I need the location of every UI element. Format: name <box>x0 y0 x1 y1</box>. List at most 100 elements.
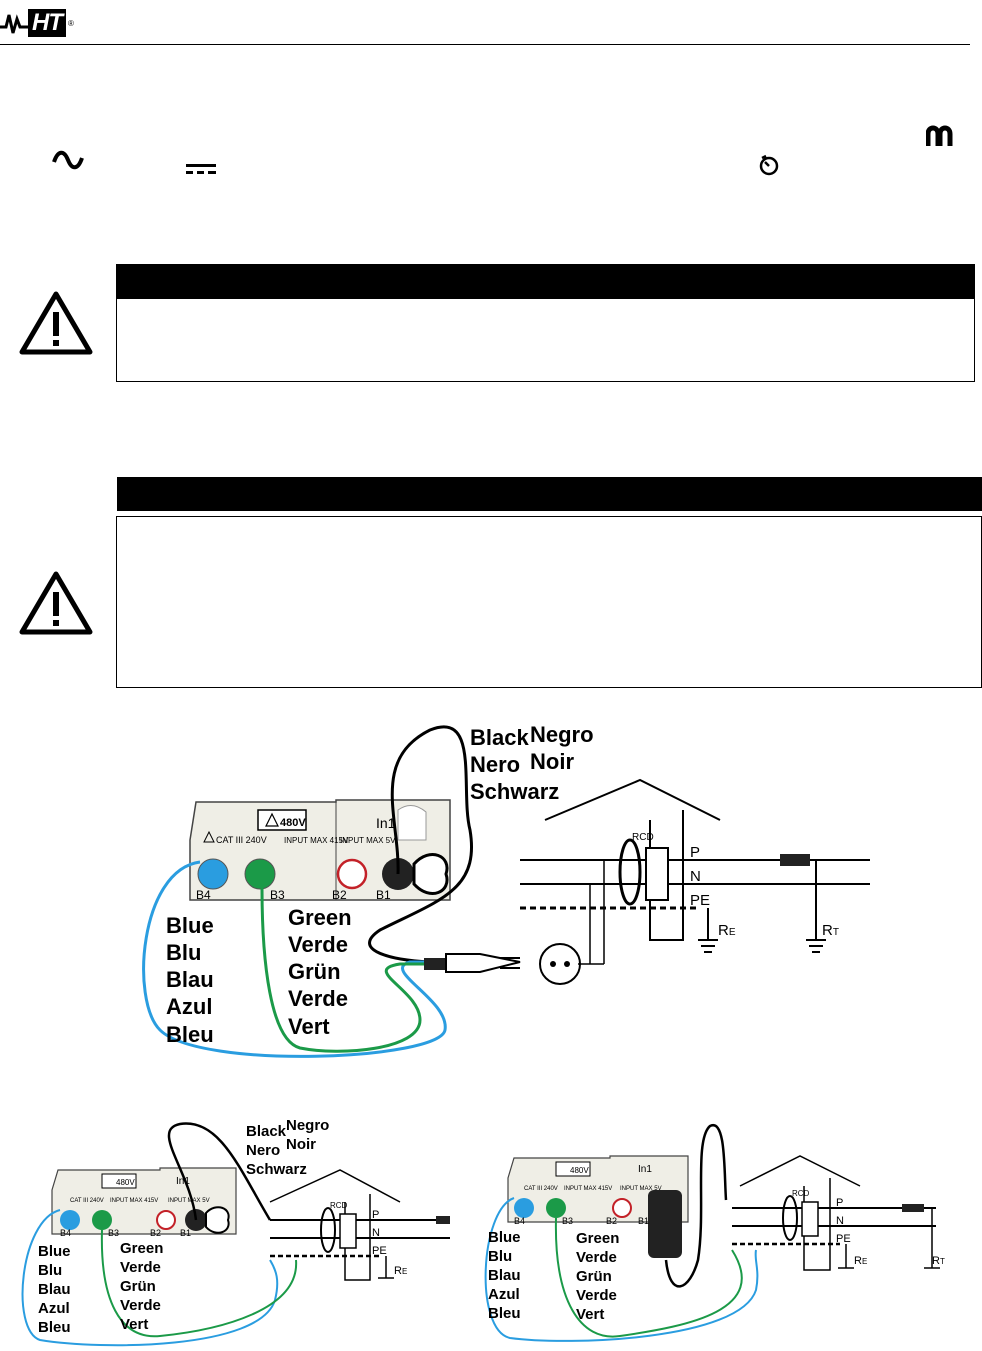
socket <box>539 943 581 985</box>
svg-text:Vert: Vert <box>120 1316 148 1333</box>
voltage-warning-label <box>257 809 307 831</box>
blue-label-1: Blue <box>166 913 214 938</box>
negro-label: Negro <box>530 722 594 747</box>
svg-text:B2: B2 <box>150 1228 161 1238</box>
panel-cat: CAT III 240V <box>216 835 267 845</box>
label-b3: B3 <box>270 888 285 902</box>
svg-text:Noir: Noir <box>286 1136 316 1153</box>
wiring-diagram-main: 480V CAT III 240V INPUT MAX 415V INPUT M… <box>142 722 870 1058</box>
warning-box-title-bar <box>117 265 974 299</box>
svg-text:In1: In1 <box>638 1164 652 1175</box>
svg-text:In1: In1 <box>176 1176 190 1187</box>
svg-text:Black: Black <box>246 1123 287 1140</box>
svg-text:RE: RE <box>394 1265 407 1277</box>
svg-text:P: P <box>836 1197 843 1209</box>
wiring-diagram-right: 480V CAT III 240V INPUT MAX 415V INPUT M… <box>484 1124 945 1342</box>
svg-text:Blau: Blau <box>488 1267 521 1284</box>
conductor-p: P <box>690 844 700 861</box>
svg-text:INPUT MAX 5V: INPUT MAX 5V <box>168 1198 210 1204</box>
svg-text:CAT III 240V: CAT III 240V <box>524 1186 558 1192</box>
green-lead <box>260 887 430 1053</box>
panel-input2: INPUT MAX 5V <box>340 836 396 845</box>
logo-text: HT <box>28 9 66 37</box>
svg-text:RE: RE <box>854 1255 867 1267</box>
brand-logo: HT ® <box>0 8 100 38</box>
probe-handle <box>648 1190 682 1258</box>
svg-text:CAT III 240V: CAT III 240V <box>70 1198 104 1204</box>
svg-text:B2: B2 <box>606 1216 617 1226</box>
svg-text:Azul: Azul <box>38 1300 70 1317</box>
dc-mode-icon <box>186 162 216 181</box>
svg-text:B3: B3 <box>108 1228 119 1238</box>
blue-label-3: Blau <box>166 967 214 992</box>
svg-text:Blue: Blue <box>488 1229 521 1246</box>
svg-text:Verde: Verde <box>576 1249 617 1266</box>
svg-text:INPUT MAX 5V: INPUT MAX 5V <box>620 1186 662 1192</box>
svg-text:Schwarz: Schwarz <box>246 1161 307 1178</box>
warning-box <box>116 516 982 688</box>
lightning-logo-icon <box>0 14 28 34</box>
panel-480v: 480V <box>280 817 306 829</box>
label-b2: B2 <box>332 888 347 902</box>
svg-text:Verde: Verde <box>120 1297 161 1314</box>
svg-text:Green: Green <box>120 1240 163 1257</box>
svg-text:480V: 480V <box>116 1178 135 1187</box>
schuko-plug <box>445 953 521 973</box>
svg-text:Vert: Vert <box>576 1306 604 1323</box>
panel-in1: In1 <box>376 815 396 831</box>
panel-input: INPUT MAX 415V <box>284 836 349 845</box>
green-label-1: Green <box>288 905 352 930</box>
svg-text:Blu: Blu <box>488 1248 512 1265</box>
black-label-2: Nero <box>470 752 520 777</box>
svg-text:Negro: Negro <box>286 1117 329 1134</box>
svg-text:P: P <box>372 1209 379 1221</box>
green-label-4: Verde <box>288 986 348 1011</box>
svg-text:Blu: Blu <box>38 1262 62 1279</box>
rcd-label: RCD <box>632 832 654 843</box>
svg-text:Blue: Blue <box>38 1243 71 1260</box>
warning-triangle-icon <box>18 570 94 641</box>
svg-text:PE: PE <box>836 1233 851 1245</box>
pulsed-icon <box>925 124 960 153</box>
black-lead <box>368 725 473 964</box>
ac-mode-icon <box>52 148 84 177</box>
warning-box <box>116 264 975 382</box>
svg-text:Grün: Grün <box>576 1268 612 1285</box>
svg-text:Bleu: Bleu <box>488 1305 521 1322</box>
svg-text:RCD: RCD <box>792 1189 810 1198</box>
rcd-toroid <box>618 838 642 906</box>
blue-label-2: Blu <box>166 940 201 965</box>
black-label-1: Black <box>470 725 529 750</box>
green-label-2: Verde <box>288 932 348 957</box>
terminal-b4 <box>197 858 229 890</box>
svg-text:B3: B3 <box>562 1216 573 1226</box>
green-label-5: Vert <box>288 1014 330 1039</box>
svg-text:Grün: Grün <box>120 1278 156 1295</box>
svg-text:PE: PE <box>372 1245 387 1257</box>
svg-text:B4: B4 <box>514 1216 525 1226</box>
svg-text:Bleu: Bleu <box>38 1319 71 1336</box>
svg-text:Blau: Blau <box>38 1281 71 1298</box>
label-b1: B1 <box>376 888 391 902</box>
svg-text:INPUT MAX 415V: INPUT MAX 415V <box>564 1186 612 1192</box>
re-label: RE <box>718 922 736 939</box>
rcd-box <box>645 847 669 901</box>
label-b4: B4 <box>196 888 211 902</box>
svg-text:RCD: RCD <box>330 1201 348 1210</box>
svg-text:Green: Green <box>576 1230 619 1247</box>
rt-label: RT <box>822 922 839 939</box>
conductor-n: N <box>690 868 701 885</box>
svg-text:B1: B1 <box>180 1228 191 1238</box>
svg-text:RT: RT <box>932 1255 945 1267</box>
svg-text:N: N <box>372 1227 380 1239</box>
timer-icon <box>758 154 780 181</box>
black-label-3: Schwarz <box>470 779 559 804</box>
blue-label-4: Azul <box>166 994 212 1019</box>
header-divider <box>0 44 970 45</box>
svg-text:Azul: Azul <box>488 1286 520 1303</box>
house-roof <box>544 778 721 821</box>
blue-label-5: Bleu <box>166 1022 214 1047</box>
warning-triangle-icon <box>18 290 94 361</box>
registered-mark: ® <box>68 18 74 28</box>
warning-box-title-bar <box>117 477 982 511</box>
